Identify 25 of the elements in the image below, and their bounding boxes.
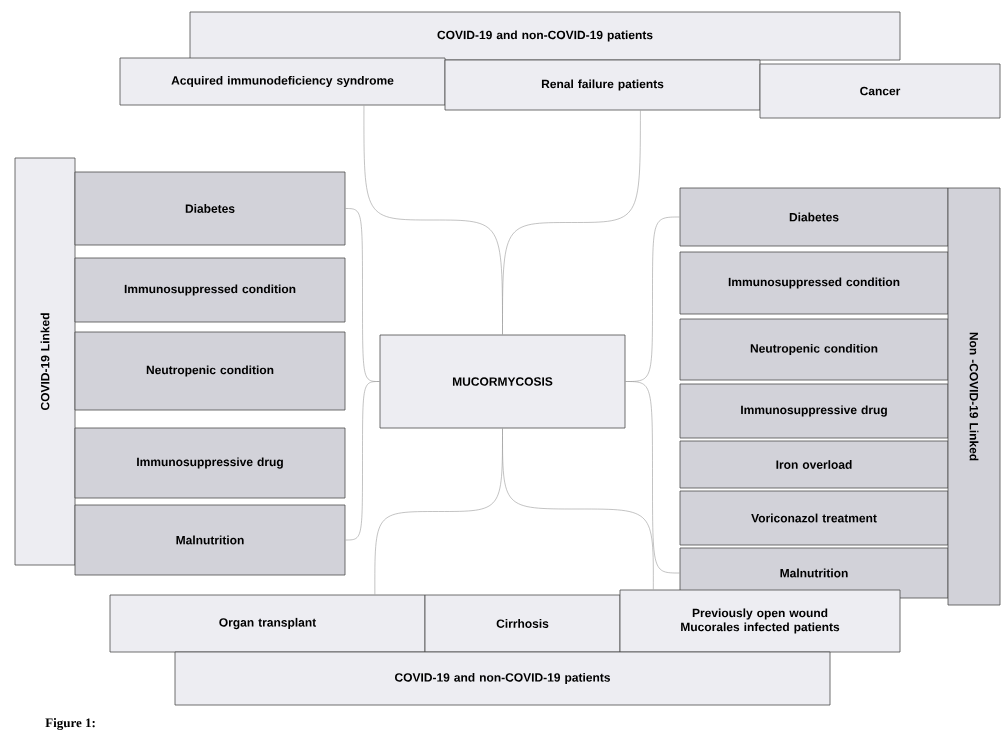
- process-box: Neutropenic condition: [74, 331, 346, 411]
- process-box: Organ transplant: [109, 594, 426, 653]
- process-box: Neutropenic condition: [679, 318, 949, 381]
- brace-line: [625, 381, 680, 574]
- process-box: Iron overload: [679, 440, 949, 489]
- process-box: Malnutrition: [74, 504, 346, 576]
- process-box: Cirrhosis: [424, 594, 621, 653]
- process-box: Diabetes: [679, 187, 949, 247]
- process-box: Voriconazol treatment: [679, 490, 949, 546]
- vertical-band: Non -COVID-19 Linked: [947, 187, 1001, 606]
- process-box: Cancer: [759, 63, 1001, 119]
- caption: Figure 1:: [45, 718, 95, 730]
- process-box: Immunosuppressive drug: [74, 427, 346, 499]
- process-box: Diabetes: [74, 171, 346, 246]
- process-box: Previously open wound Mucorales infected patients: [619, 589, 901, 653]
- brace-line: [502, 428, 654, 590]
- process-box: Renal failure patients: [444, 59, 761, 111]
- process-box: Acquired immunodeficiency syndrome: [119, 57, 446, 106]
- process-box: Immunosuppressed condition: [679, 251, 949, 315]
- vertical-band: COVID-19 Linked: [14, 157, 76, 566]
- center-box: MUCORMYCOSIS: [379, 334, 626, 429]
- process-box: Immunosuppressed condition: [74, 257, 346, 323]
- process-box: Immunosuppressive drug: [679, 383, 949, 439]
- brace-line: [345, 381, 380, 541]
- brace-line: [502, 110, 641, 335]
